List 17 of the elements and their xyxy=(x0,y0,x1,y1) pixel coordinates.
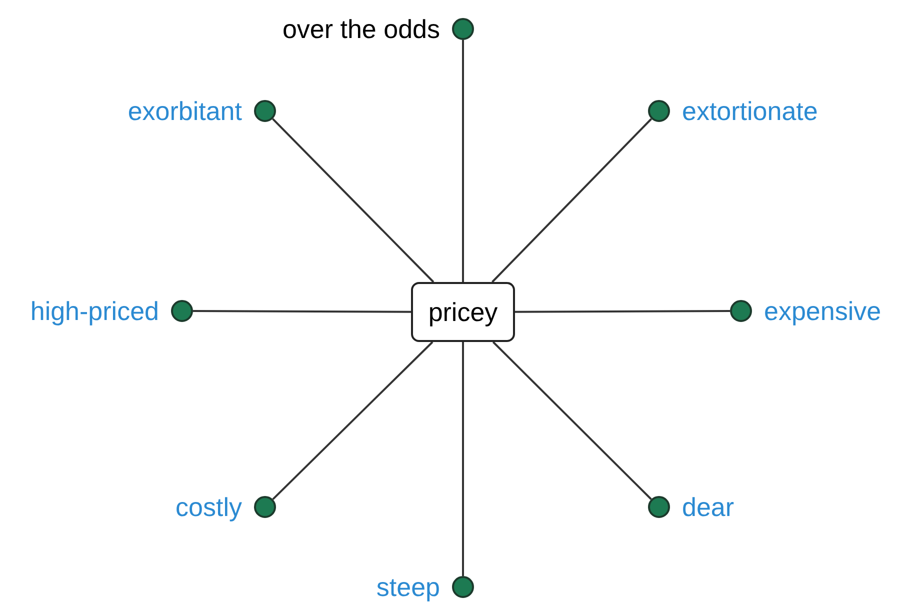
connector-line xyxy=(272,118,434,283)
synonym-label: high-priced xyxy=(30,298,159,324)
synonym-label: expensive xyxy=(764,298,882,324)
synonym-label: exorbitant xyxy=(128,98,242,124)
synonym-label: steep xyxy=(376,574,440,600)
connector-line xyxy=(462,40,464,282)
connector-line xyxy=(193,310,411,313)
connector-line xyxy=(492,341,652,500)
synonym-label: costly xyxy=(176,494,242,520)
connector-line xyxy=(515,310,730,313)
synonym-label: extortionate xyxy=(682,98,818,124)
connector-line xyxy=(462,342,464,576)
connector-line xyxy=(272,341,434,500)
synonym-label: over the odds xyxy=(282,16,440,42)
connector-line xyxy=(492,118,652,283)
synonym-label: dear xyxy=(682,494,734,520)
center-word-box: pricey xyxy=(411,282,515,342)
